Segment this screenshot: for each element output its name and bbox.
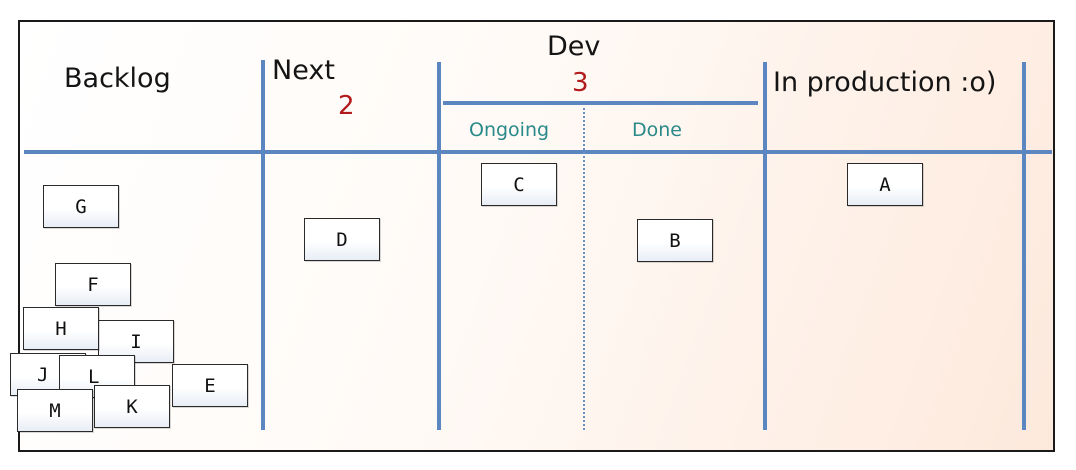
card-a[interactable]: A	[847, 163, 923, 206]
column-header-dev: Dev	[547, 31, 601, 62]
dev-wip-limit: 3	[572, 68, 589, 98]
dev-subheader-done: Done	[632, 119, 682, 141]
dev-ongoing-done-divider	[583, 108, 585, 430]
column-header-production: In production :o)	[773, 67, 997, 98]
card-b[interactable]: B	[637, 219, 713, 262]
card-d[interactable]: D	[304, 218, 380, 261]
card-h[interactable]: H	[23, 307, 99, 350]
card-m[interactable]: M	[17, 389, 93, 432]
dev-subheader-ongoing: Ongoing	[469, 119, 550, 141]
dev-subheader-line	[443, 101, 758, 105]
card-f[interactable]: F	[55, 263, 131, 306]
column-divider-next-dev	[437, 62, 441, 430]
card-k[interactable]: K	[94, 385, 170, 428]
card-g[interactable]: G	[43, 185, 119, 228]
header-divider	[24, 150, 1052, 154]
column-divider-backlog-next	[261, 60, 265, 430]
column-divider-right-edge	[1022, 62, 1026, 430]
next-wip-limit: 2	[338, 91, 355, 121]
card-c[interactable]: C	[481, 163, 557, 206]
column-header-next: Next	[272, 55, 335, 86]
column-header-backlog: Backlog	[64, 63, 171, 94]
card-e[interactable]: E	[172, 364, 248, 407]
column-divider-dev-production	[763, 62, 767, 430]
